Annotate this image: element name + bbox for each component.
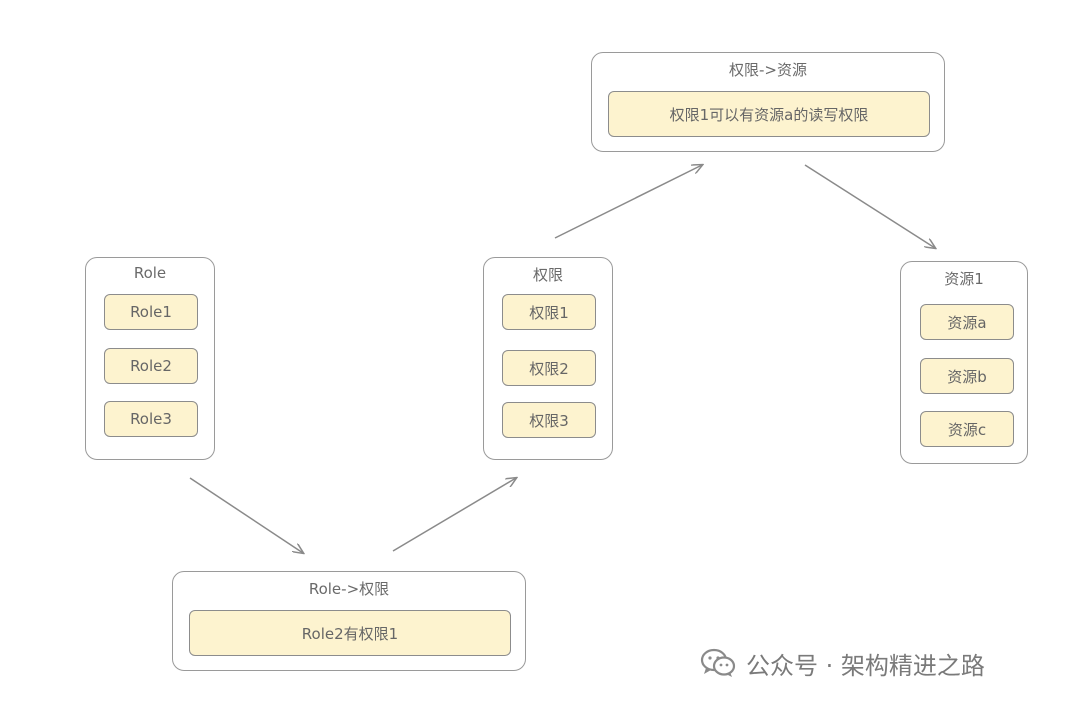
permission-resource-item: 权限1可以有资源a的读写权限 bbox=[608, 91, 930, 137]
arrow-perm-res-to-res bbox=[804, 164, 935, 248]
permission-resource-group: 权限->资源 权限1可以有资源a的读写权限 bbox=[591, 52, 945, 152]
resource-item-c: 资源c bbox=[920, 411, 1014, 447]
role-item-1: Role1 bbox=[104, 294, 198, 330]
arrow-role-perm-to-perm bbox=[392, 478, 516, 552]
role-item-2: Role2 bbox=[104, 348, 198, 384]
permission-item-1: 权限1 bbox=[502, 294, 596, 330]
role-permission-group-title: Role->权限 bbox=[308, 580, 390, 598]
permission-group: 权限 权限1 权限2 权限3 bbox=[483, 257, 613, 460]
watermark: 公众号 · 架构精进之路 bbox=[700, 646, 985, 680]
role-group-title: Role bbox=[133, 264, 167, 282]
role-permission-item: Role2有权限1 bbox=[189, 610, 511, 656]
role-permission-group: Role->权限 Role2有权限1 bbox=[172, 571, 526, 671]
resource-group: 资源1 资源a 资源b 资源c bbox=[900, 261, 1028, 464]
arrow-perm-to-perm-res bbox=[554, 165, 702, 239]
role-item-3: Role3 bbox=[104, 401, 198, 437]
resource-group-title: 资源1 bbox=[944, 270, 984, 288]
arrow-role-to-role-perm bbox=[189, 477, 303, 553]
resource-item-b: 资源b bbox=[920, 358, 1014, 394]
watermark-text: 公众号 · 架构精进之路 bbox=[746, 651, 985, 680]
permission-resource-group-title: 权限->资源 bbox=[729, 61, 807, 79]
resource-item-a: 资源a bbox=[920, 304, 1014, 340]
permission-item-2: 权限2 bbox=[502, 350, 596, 386]
wechat-icon bbox=[700, 648, 736, 677]
permission-group-title: 权限 bbox=[532, 266, 563, 284]
role-group: Role Role1 Role2 Role3 bbox=[85, 257, 215, 460]
permission-item-3: 权限3 bbox=[502, 402, 596, 438]
